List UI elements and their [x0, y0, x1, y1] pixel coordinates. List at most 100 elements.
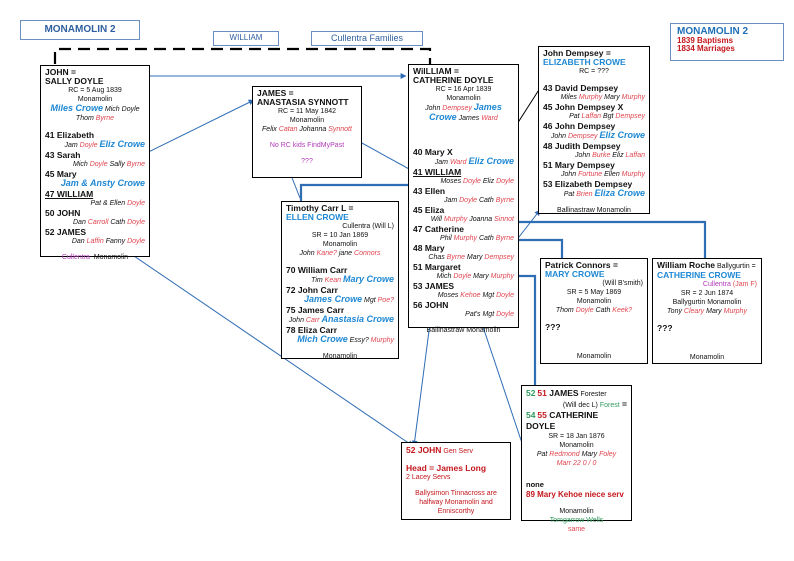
surname: Doyle [463, 178, 483, 185]
surname: Doyle [459, 197, 479, 204]
child-sponsors: Jam Doyle Cath Byrne [413, 196, 514, 205]
card-title: JAMES = [257, 88, 294, 98]
child-name: 78 Eliza Carr [286, 325, 338, 335]
child-name: 41 WILLIAM [413, 167, 462, 177]
child-sponsors: Dan Laffin Fanny Doyle [45, 237, 145, 246]
unknown-marker: ??? [657, 323, 673, 333]
given-name: Pat [536, 451, 550, 458]
card-title: 52 JOHN Gen Serv [406, 445, 506, 456]
given-name: Moses [440, 178, 464, 185]
given-name: Mgt [362, 297, 378, 304]
place: Monamolin [446, 95, 481, 102]
surname: Poe? [377, 297, 394, 304]
crowe-name: Mary Crowe [342, 274, 394, 284]
age-red: 51 [537, 388, 547, 398]
given-name: Thom [555, 307, 576, 314]
child-sponsors: Jam & Ansty Crowe [45, 179, 145, 189]
surname: Laffin [86, 238, 106, 245]
place: Monamolin [559, 442, 594, 449]
surname: Catan [278, 126, 300, 133]
rc-date: RC = 16 Apr 1839 [435, 86, 492, 93]
child-sponsors: Moses Doyle Eliz Doyle [413, 177, 514, 186]
given-name: Joanna [469, 216, 495, 223]
crowe-name: Jam & Ansty Crowe [60, 178, 145, 188]
surname: Kane? [316, 250, 339, 257]
card-timothy-carr-ellen-crowe[interactable]: Timothy Carr L = ELLEN CROWE Cullentra (… [281, 201, 399, 360]
surname: Kean [324, 277, 343, 284]
child-name: 43 Ellen [413, 186, 446, 196]
card-title-spouse: CATHERINE CROWE [657, 270, 741, 280]
card-james-forester-catherine-doyle[interactable]: 52 51 JAMES Forester (Will dec L) Forest… [521, 385, 632, 533]
given-name: Thom [75, 115, 96, 122]
child-sponsors: Phil Murphy Cath Byrne [413, 234, 514, 243]
sponsors-2: Crowe James Ward [413, 113, 514, 123]
surname: Redmond [549, 451, 582, 458]
place: Monamolin [289, 117, 325, 124]
age-green: 52 [526, 388, 536, 398]
child-sponsors: Pat & Ellen Doyle [45, 199, 145, 208]
footer-places: Cullentra Monamolin [45, 253, 145, 262]
card-52-john-gen-serv[interactable]: 52 JOHN Gen Serv Head = James Long 2 Lac… [401, 442, 511, 520]
card-patrick-connors-mary-crowe[interactable]: Patrick Connors = MARY CROWE (Will B'smi… [540, 258, 648, 364]
surname: Murphy [443, 216, 470, 223]
sponsors: Miles Crowe Mich Doyle [45, 104, 145, 114]
given-name: Jam [64, 142, 80, 149]
unknown-marker: ??? [301, 158, 313, 165]
child-sponsors: Jam Doyle Eliz Crowe [45, 140, 145, 150]
occupation: Gen Serv [441, 448, 473, 455]
legend-baptisms: 1839 Baptisms [677, 36, 734, 45]
card-william-catherine-doyle[interactable]: WilLLIAM = CATHERINE DOYLE RC = 16 Apr 1… [408, 64, 519, 334]
given-name: Johanna [299, 126, 329, 133]
card-william-roche-catherine-crowe[interactable]: William Roche Ballygurtin = CATHERINE CR… [652, 258, 762, 364]
card-title-spouse: SALLY DOYLE [45, 76, 104, 86]
location-note: Ballysimon Tinnacross are halfway Monamo… [415, 490, 497, 515]
crowe-name: Eliz Crowe [599, 130, 645, 140]
sponsors: John Kane? jane Connors [286, 249, 394, 258]
rc-date: RC = ??? [579, 68, 609, 75]
surname: Keek? [612, 307, 633, 314]
given-name: Essy? [347, 337, 371, 344]
title-place: Ballygurtin = [715, 263, 756, 270]
note-no-rc-kids: No RC kids FindMyPast [269, 142, 345, 149]
child-name: 43 Sarah [45, 150, 81, 160]
footer-places: Ballinastraw Monamolin [426, 327, 501, 334]
surname: Doyle [453, 273, 474, 280]
given-name: Cath [478, 197, 496, 204]
child-name: 72 John Carr [286, 285, 338, 295]
unknown-marker: ??? [545, 322, 561, 332]
link-catherine-roche [460, 220, 707, 258]
surname: Doyle [575, 307, 596, 314]
surname: Doyle [127, 200, 145, 207]
card-title-spouse: 54 55 CATHERINE DOYLE [526, 410, 627, 432]
child-sponsors: Chas Byrne Mary Dempsey [413, 253, 514, 262]
given-name: John [550, 133, 568, 140]
child-sponsors: Pat Laffan Bgt Dempsey [543, 112, 645, 121]
given-name: John [299, 250, 317, 257]
card-john-sally-doyle[interactable]: JOHN = SALLY DOYLE RC = 5 Aug 1839 Monam… [40, 65, 150, 261]
sponsors: Thom Doyle Cath Keek? [545, 306, 643, 315]
card-james-anastasia-synnott[interactable]: JAMES = ANASTASIA SYNNOTT RC = 11 May 18… [252, 86, 362, 178]
tag-william: WILLIAM [213, 31, 279, 46]
rc-date: RC = 11 May 1842 [277, 108, 337, 115]
child-name: 45 Eliza [413, 205, 445, 215]
footer-place-cullentra: Cullentra [61, 254, 90, 261]
legend-marriages: 1834 Marriages [677, 44, 735, 53]
child-sponsors: Pat Brien Eliza Crowe [543, 189, 645, 199]
child-sponsors: John Burke Eliz Laffan [543, 151, 645, 160]
sponsors: Pat Redmond Mary Foley [526, 450, 627, 459]
card-john-dempsey-elizabeth-crowe[interactable]: John Dempsey = ELIZABETH CROWE RC = ??? … [538, 46, 650, 214]
card-title-spouse: MARY CROWE [545, 269, 605, 279]
card-title-spouse: CATHERINE DOYLE [413, 75, 494, 85]
age-red: 55 [537, 410, 547, 420]
surname: Murphy [370, 337, 394, 344]
crowe-name: Crowe [429, 112, 457, 122]
surname: Fortune [578, 171, 605, 178]
surname: Doyle [127, 219, 145, 226]
child-sponsors: Jam Ward Eliz Crowe [413, 157, 514, 167]
child-name: 75 James Carr [286, 305, 345, 315]
child-sponsors: Pat's Mgt Doyle [413, 310, 514, 319]
surname: Cleary [683, 308, 707, 315]
